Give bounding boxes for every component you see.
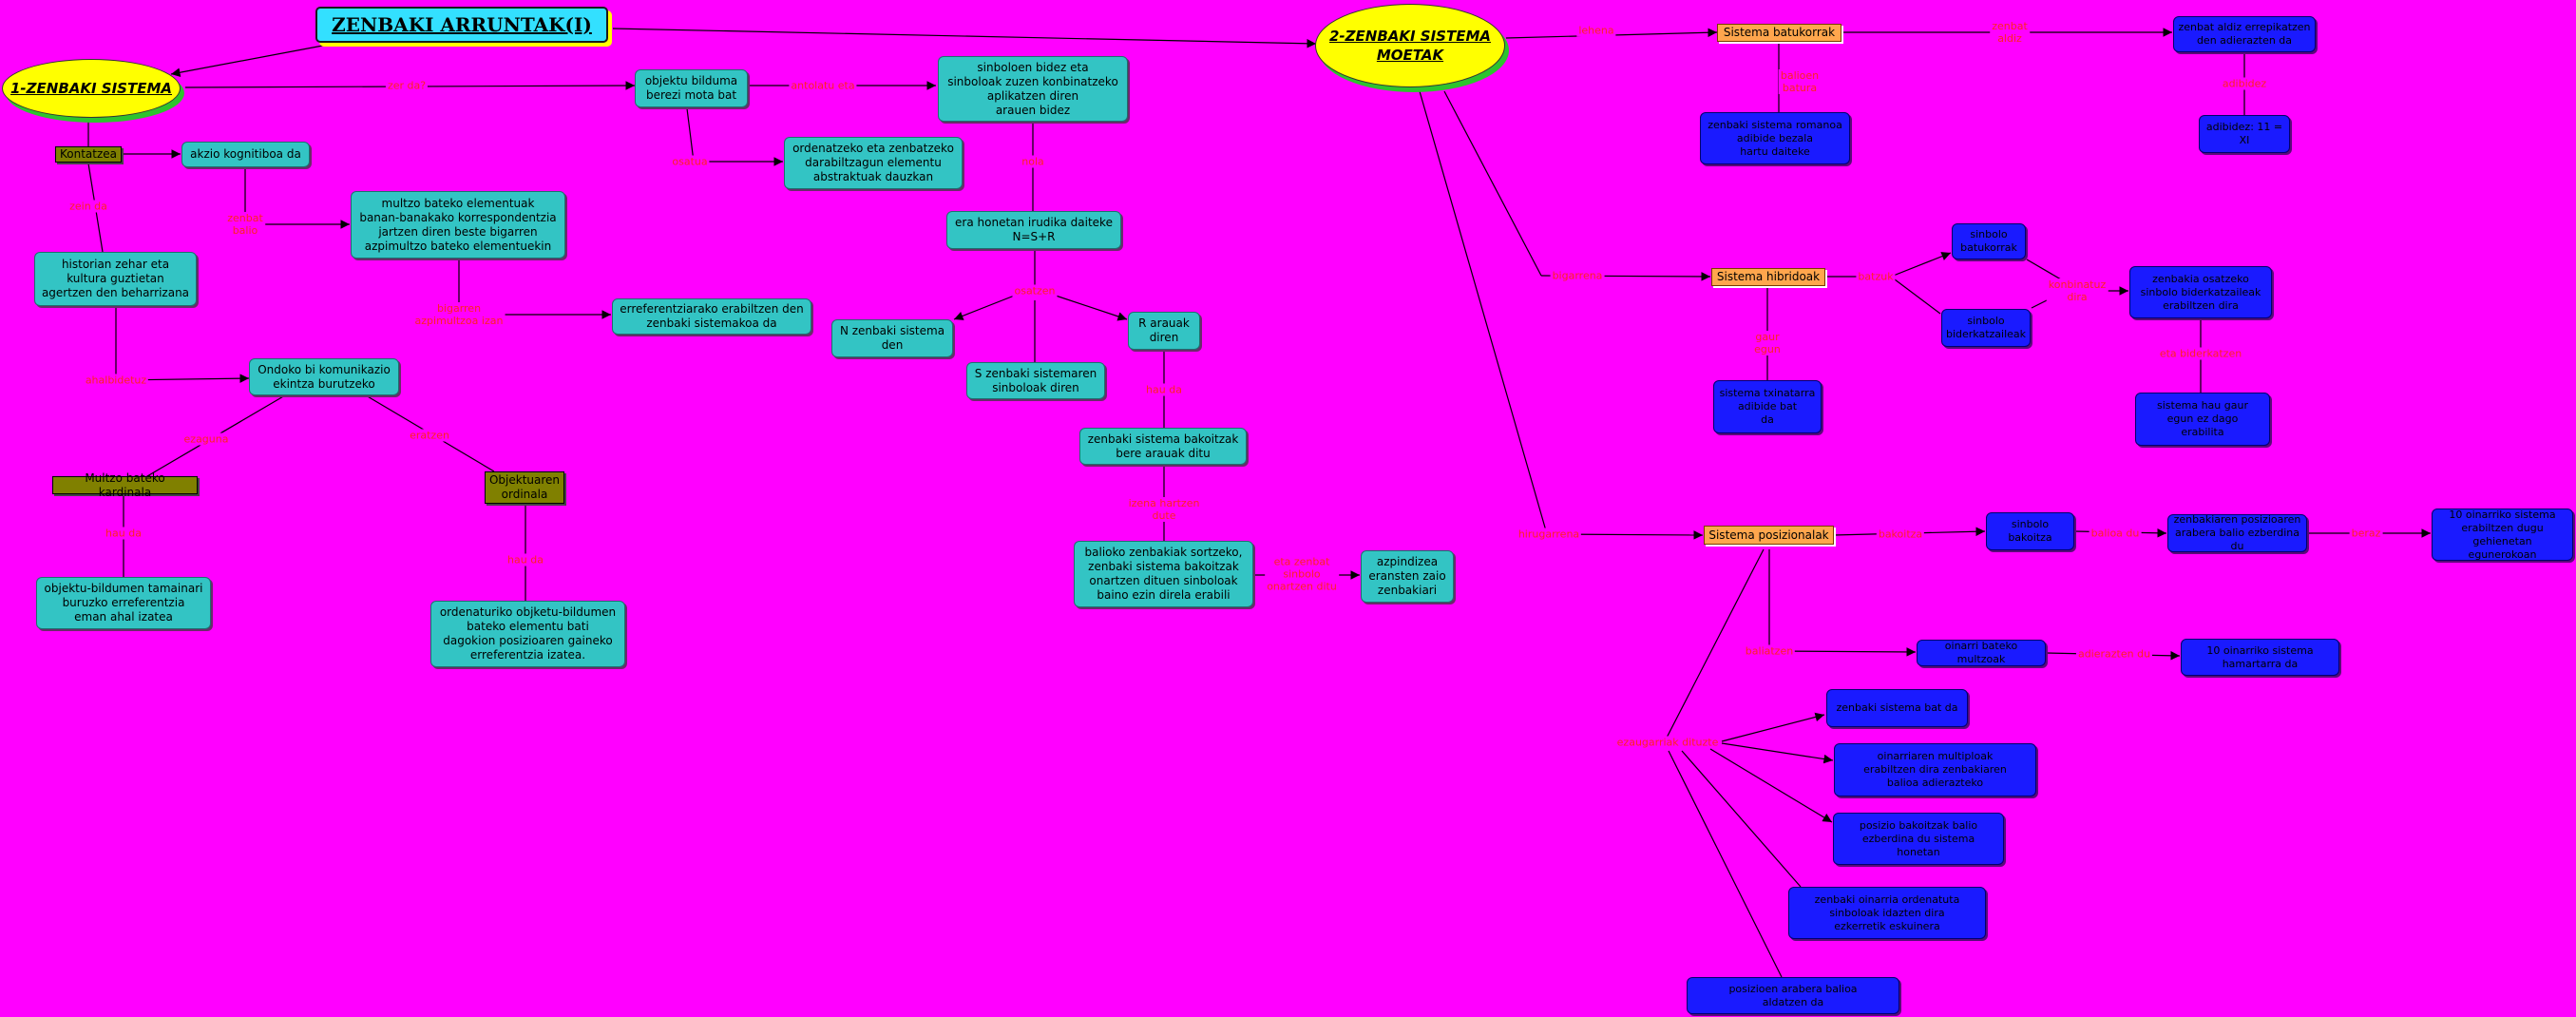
edge-ezaug-pos10 bbox=[1668, 750, 1783, 978]
edge-label-batzuk: batzuk bbox=[1856, 270, 1896, 283]
node-R-arauak: R arauak diren bbox=[1128, 312, 1200, 350]
node-posizional-7: oinarriaren multiploak erabiltzen dira z… bbox=[1834, 743, 2036, 796]
edge-label-zenbat-aldiz: zenbat aldiz bbox=[1990, 20, 2030, 45]
edge-ezaug-pos9 bbox=[1681, 750, 1802, 888]
edge-sys2-posizionalak bbox=[1419, 90, 1548, 535]
node-azpindizea: azpindizea eransten zaio zenbakiari bbox=[1361, 550, 1454, 603]
edge-label-zenbat-balio: zenbat balio bbox=[225, 212, 265, 237]
edge-label-lehena: lehena bbox=[1576, 24, 1616, 37]
node-zenbaki-sistema-moetak: 2-ZENBAKI SISTEMA MOETAK bbox=[1315, 4, 1505, 87]
edge-pos-ezaug bbox=[1664, 548, 1765, 742]
edge-label-bigarren: bigarren azpimultzoa izan bbox=[412, 302, 506, 327]
node-sinboloen-bidez: sinboloen bidez eta sinboloak zuzen konb… bbox=[938, 56, 1128, 122]
node-hibrido-5: sistema hau gaur egun ez dago erabilita bbox=[2135, 393, 2270, 446]
node-ordinala: Objektuaren ordinala bbox=[485, 471, 564, 504]
edge-label-bigarrena: bigarrena bbox=[1550, 269, 1605, 282]
edge-label-adibidez: adibidez bbox=[2220, 77, 2269, 90]
node-posizional-4: oinarri bateko multzoak bbox=[1917, 640, 2046, 666]
edge-objektu-ordenatzeko bbox=[686, 107, 695, 163]
edge-ezaug-pos8 bbox=[1709, 748, 1833, 823]
node-posizional-2: zenbakiaren posizioaren arabera balio ez… bbox=[2167, 513, 2307, 552]
edge-label-ahalbidetuz: ahalbidetuz bbox=[83, 374, 149, 387]
edge-osatzen-N bbox=[953, 294, 1018, 320]
node-sistema-hibridoak: Sistema hibridoak bbox=[1711, 268, 1825, 286]
edge-label-eratzen: eratzen bbox=[408, 429, 451, 442]
edge-label-hau-da-2: hau da bbox=[506, 553, 545, 566]
edge-label-antolatu: antolatu eta bbox=[789, 79, 857, 92]
node-balioko-zenbakiak: balioko zenbakiak sortzeko, zenbaki sist… bbox=[1074, 541, 1253, 607]
node-akzio-kognitiboa: akzio kognitiboa da bbox=[181, 142, 310, 167]
edge-batzuk-hib1 bbox=[1890, 252, 1952, 278]
node-ordenaturiko: ordenaturiko objketu-bildumen bateko ele… bbox=[430, 601, 625, 667]
node-sistema-batukorrak: Sistema batukorrak bbox=[1717, 24, 1841, 42]
node-ordenatzeko: ordenatzeko eta zenbatzeko darabiltzagun… bbox=[784, 137, 963, 189]
edge-sys2-hibridoak bbox=[1443, 90, 1542, 277]
edge-ezaug-pos6 bbox=[1721, 712, 1825, 742]
node-batukor-1: zenbat aldiz errepikatzen den adierazten… bbox=[2173, 16, 2316, 52]
edge-osatzen-R bbox=[1052, 294, 1128, 321]
edge-label-balioen-batura: balioen batura bbox=[1778, 69, 1822, 94]
node-posizional-10: posizioen arabera balioa aldatzen da bbox=[1687, 977, 1899, 1014]
node-kardinala: Multzo bateko kardinala bbox=[52, 471, 198, 499]
node-N-zenbaki-sistema: N zenbaki sistema den bbox=[831, 319, 953, 357]
node-hibrido-3: zenbakia osatzeko sinbolo biderkatzailea… bbox=[2129, 266, 2272, 318]
edge-label-gaur-egun: gaur egun bbox=[1752, 331, 1783, 355]
node-hibrido-1: sinbolo batukorrak bbox=[1952, 223, 2026, 259]
edge-label-osatua: osatua bbox=[670, 155, 710, 168]
node-posizional-8: posizio bakoitzak balio ezberdina du sis… bbox=[1833, 813, 2004, 865]
edge-label-balioa-du: balioa du bbox=[2089, 527, 2142, 540]
node-erreferentziarako: erreferentziarako erabiltzen den zenbaki… bbox=[612, 298, 811, 335]
node-batukor-2: adibidez: 11 = XI bbox=[2199, 115, 2290, 153]
edge-title-sys2 bbox=[612, 28, 1317, 48]
edge-label-hau-da-1: hau da bbox=[104, 527, 143, 540]
node-hibrido-4: sistema txinatarra adibide bat da bbox=[1713, 380, 1822, 433]
edge-label-bakoitza: bakoitza bbox=[1876, 528, 1925, 541]
node-hibrido-2: sinbolo biderkatzaileak bbox=[1941, 309, 2031, 347]
edge-label-eta-biderkatzen: eta biderkatzen bbox=[2157, 347, 2244, 360]
node-posizional-9: zenbaki oinarria ordenatuta sinboloak id… bbox=[1788, 887, 1986, 939]
node-tamainari: objektu-bildumen tamainari buruzko erref… bbox=[36, 577, 211, 629]
node-posizional-6: zenbaki sistema bat da bbox=[1826, 689, 1968, 727]
node-posizional-5: 10 oinarriko sistema hamartarra da bbox=[2181, 639, 2339, 676]
edge-label-hirugarrena: hirugarrena bbox=[1516, 528, 1582, 541]
node-batukor-3: zenbaki sistema romanoa adibide bezala h… bbox=[1700, 112, 1850, 164]
node-objektu-bilduma: objektu bilduma berezi mota bat bbox=[635, 69, 748, 107]
edge-batzuk-hib2 bbox=[1890, 276, 1941, 315]
node-ondoko-bi-komunikazio: Ondoko bi komunikazio ekintza burutzeko bbox=[249, 358, 399, 395]
edge-label-adierazten: adierazten du bbox=[2075, 647, 2153, 661]
node-zenbaki-sistema: 1-ZENBAKI SISTEMA bbox=[2, 59, 181, 118]
edge-label-ezaguna: ezaguna bbox=[181, 432, 231, 446]
edge-label-zer-da: zer da? bbox=[385, 79, 429, 92]
node-S-sinboloak: S zenbaki sistemaren sinboloak diren bbox=[966, 362, 1105, 399]
edge-label-konbinatuz: konbinatuz dira bbox=[2046, 278, 2109, 303]
node-sistema-posizionalak: Sistema posizionalak bbox=[1704, 526, 1834, 545]
edges bbox=[87, 28, 2431, 978]
edge-title-sys1 bbox=[170, 44, 329, 77]
edge-label-hau-da-3: hau da bbox=[1144, 383, 1184, 396]
edge-label-beraz: beraz bbox=[2349, 527, 2383, 540]
edge-hib1-konb bbox=[2026, 259, 2062, 280]
node-multzo-bateko-elementuak: multzo bateko elementuak banan-banakako … bbox=[351, 191, 565, 259]
concept-map-title: ZENBAKI ARRUNTAK(I) bbox=[315, 7, 608, 43]
edge-label-osatzen: osatzen bbox=[1012, 284, 1058, 297]
node-historian: historian zehar eta kultura guztietan ag… bbox=[34, 252, 197, 306]
edge-label-nola: nola bbox=[1020, 155, 1046, 168]
edge-label-ezaugarriak: ezaugarriak dituzte bbox=[1614, 736, 1721, 749]
edge-label-baliatzen: baliatzen bbox=[1743, 644, 1796, 658]
node-posizional-3: 10 oinarriko sistema erabiltzen dugu geh… bbox=[2432, 508, 2573, 561]
node-era-honetan: era honetan irudika daiteke N=S+R bbox=[946, 211, 1121, 249]
node-kontatzea: Kontatzea bbox=[55, 146, 122, 163]
edge-label-zein-da: zein da bbox=[67, 200, 109, 213]
edge-label-eta-zenbat: eta zenbat sinbolo onartzen ditu bbox=[1265, 555, 1339, 593]
edge-label-izena: izena hartzen dute bbox=[1126, 497, 1202, 522]
node-zenbaki-sistema-bakoitzak: zenbaki sistema bakoitzak bere arauak di… bbox=[1079, 428, 1247, 465]
node-posizional-1: sinbolo bakoitza bbox=[1986, 512, 2074, 550]
edge-ezaug-pos7 bbox=[1721, 742, 1834, 764]
